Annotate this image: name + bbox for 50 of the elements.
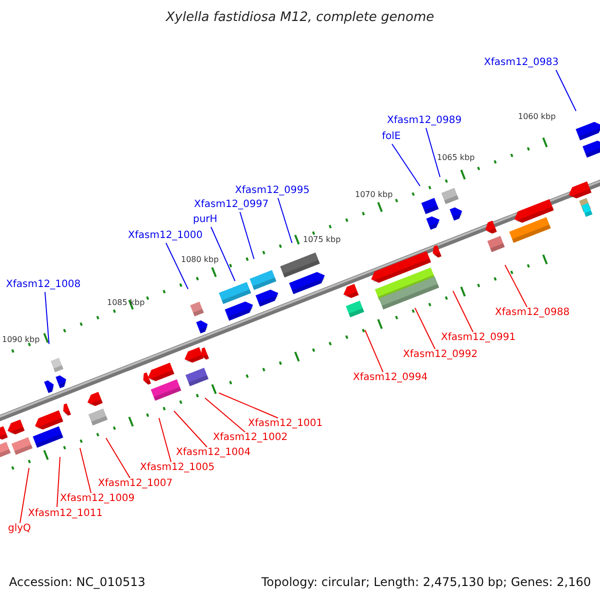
scale-label: 1090 kbp bbox=[2, 334, 40, 346]
gene-label: Xfasm12_1007 bbox=[98, 478, 173, 490]
gene-label: folE bbox=[382, 131, 401, 143]
leader-line bbox=[20, 468, 30, 524]
gene-label: Xfasm12_0992 bbox=[403, 349, 478, 361]
leader-line bbox=[556, 70, 576, 112]
gene-label: purH bbox=[193, 214, 218, 226]
gene-label: Xfasm12_1000 bbox=[128, 230, 203, 242]
leader-line bbox=[240, 212, 254, 260]
leader-line bbox=[218, 392, 278, 418]
leader-line bbox=[278, 198, 292, 244]
scale-label: 1075 kbp bbox=[303, 234, 341, 246]
gene-label: Xfasm12_0995 bbox=[235, 185, 310, 197]
gene-label: glyQ bbox=[8, 523, 31, 535]
leader-line bbox=[364, 330, 384, 372]
gene-label: Xfasm12_1011 bbox=[28, 508, 103, 520]
leader-line bbox=[80, 448, 92, 494]
leader-line bbox=[56, 456, 60, 508]
gene-label: Xfasm12_1009 bbox=[60, 493, 135, 505]
leader-line bbox=[106, 438, 130, 478]
gene-label: Xfasm12_1005 bbox=[140, 462, 215, 474]
gene-label: Xfasm12_0997 bbox=[194, 199, 269, 211]
genome-summary-text: Topology: circular; Length: 2,475,130 bp; Genes: 2,160 bbox=[261, 575, 591, 589]
scale-label: 1070 kbp bbox=[355, 189, 393, 201]
gene-label: Xfasm12_1008 bbox=[6, 279, 81, 291]
diagram-title: Xylella fastidiosa M12, complete genome bbox=[164, 10, 436, 26]
gene-label: Xfasm12_0994 bbox=[353, 372, 428, 384]
leader-line bbox=[44, 292, 50, 344]
leader-line bbox=[158, 418, 172, 462]
gene-label: Xfasm12_0983 bbox=[484, 57, 559, 69]
leader-line bbox=[166, 242, 188, 290]
scale-label: 1060 kbp bbox=[518, 111, 556, 123]
scale-label: 1085 kbp bbox=[107, 297, 145, 309]
accession-text: Accession: NC_010513 bbox=[9, 575, 146, 589]
gene-label: Xfasm12_1001 bbox=[248, 418, 323, 430]
leader-line bbox=[204, 398, 246, 432]
gene-label: Xfasm12_0989 bbox=[387, 115, 462, 127]
leader-line bbox=[392, 144, 420, 186]
leader-line bbox=[210, 226, 236, 282]
leader-line bbox=[452, 290, 474, 332]
gene-label: Xfasm12_1002 bbox=[213, 432, 288, 444]
gene-label: Xfasm12_1004 bbox=[176, 447, 251, 459]
scale-label: 1080 kbp bbox=[181, 254, 219, 266]
leader-line bbox=[414, 308, 436, 350]
leader-line bbox=[426, 128, 440, 178]
leader-line bbox=[174, 410, 208, 448]
gene-label: Xfasm12_0988 bbox=[495, 307, 570, 319]
scale-label: 1065 kbp bbox=[437, 152, 475, 164]
gene-label: Xfasm12_0991 bbox=[441, 332, 516, 344]
leader-line bbox=[504, 264, 528, 308]
